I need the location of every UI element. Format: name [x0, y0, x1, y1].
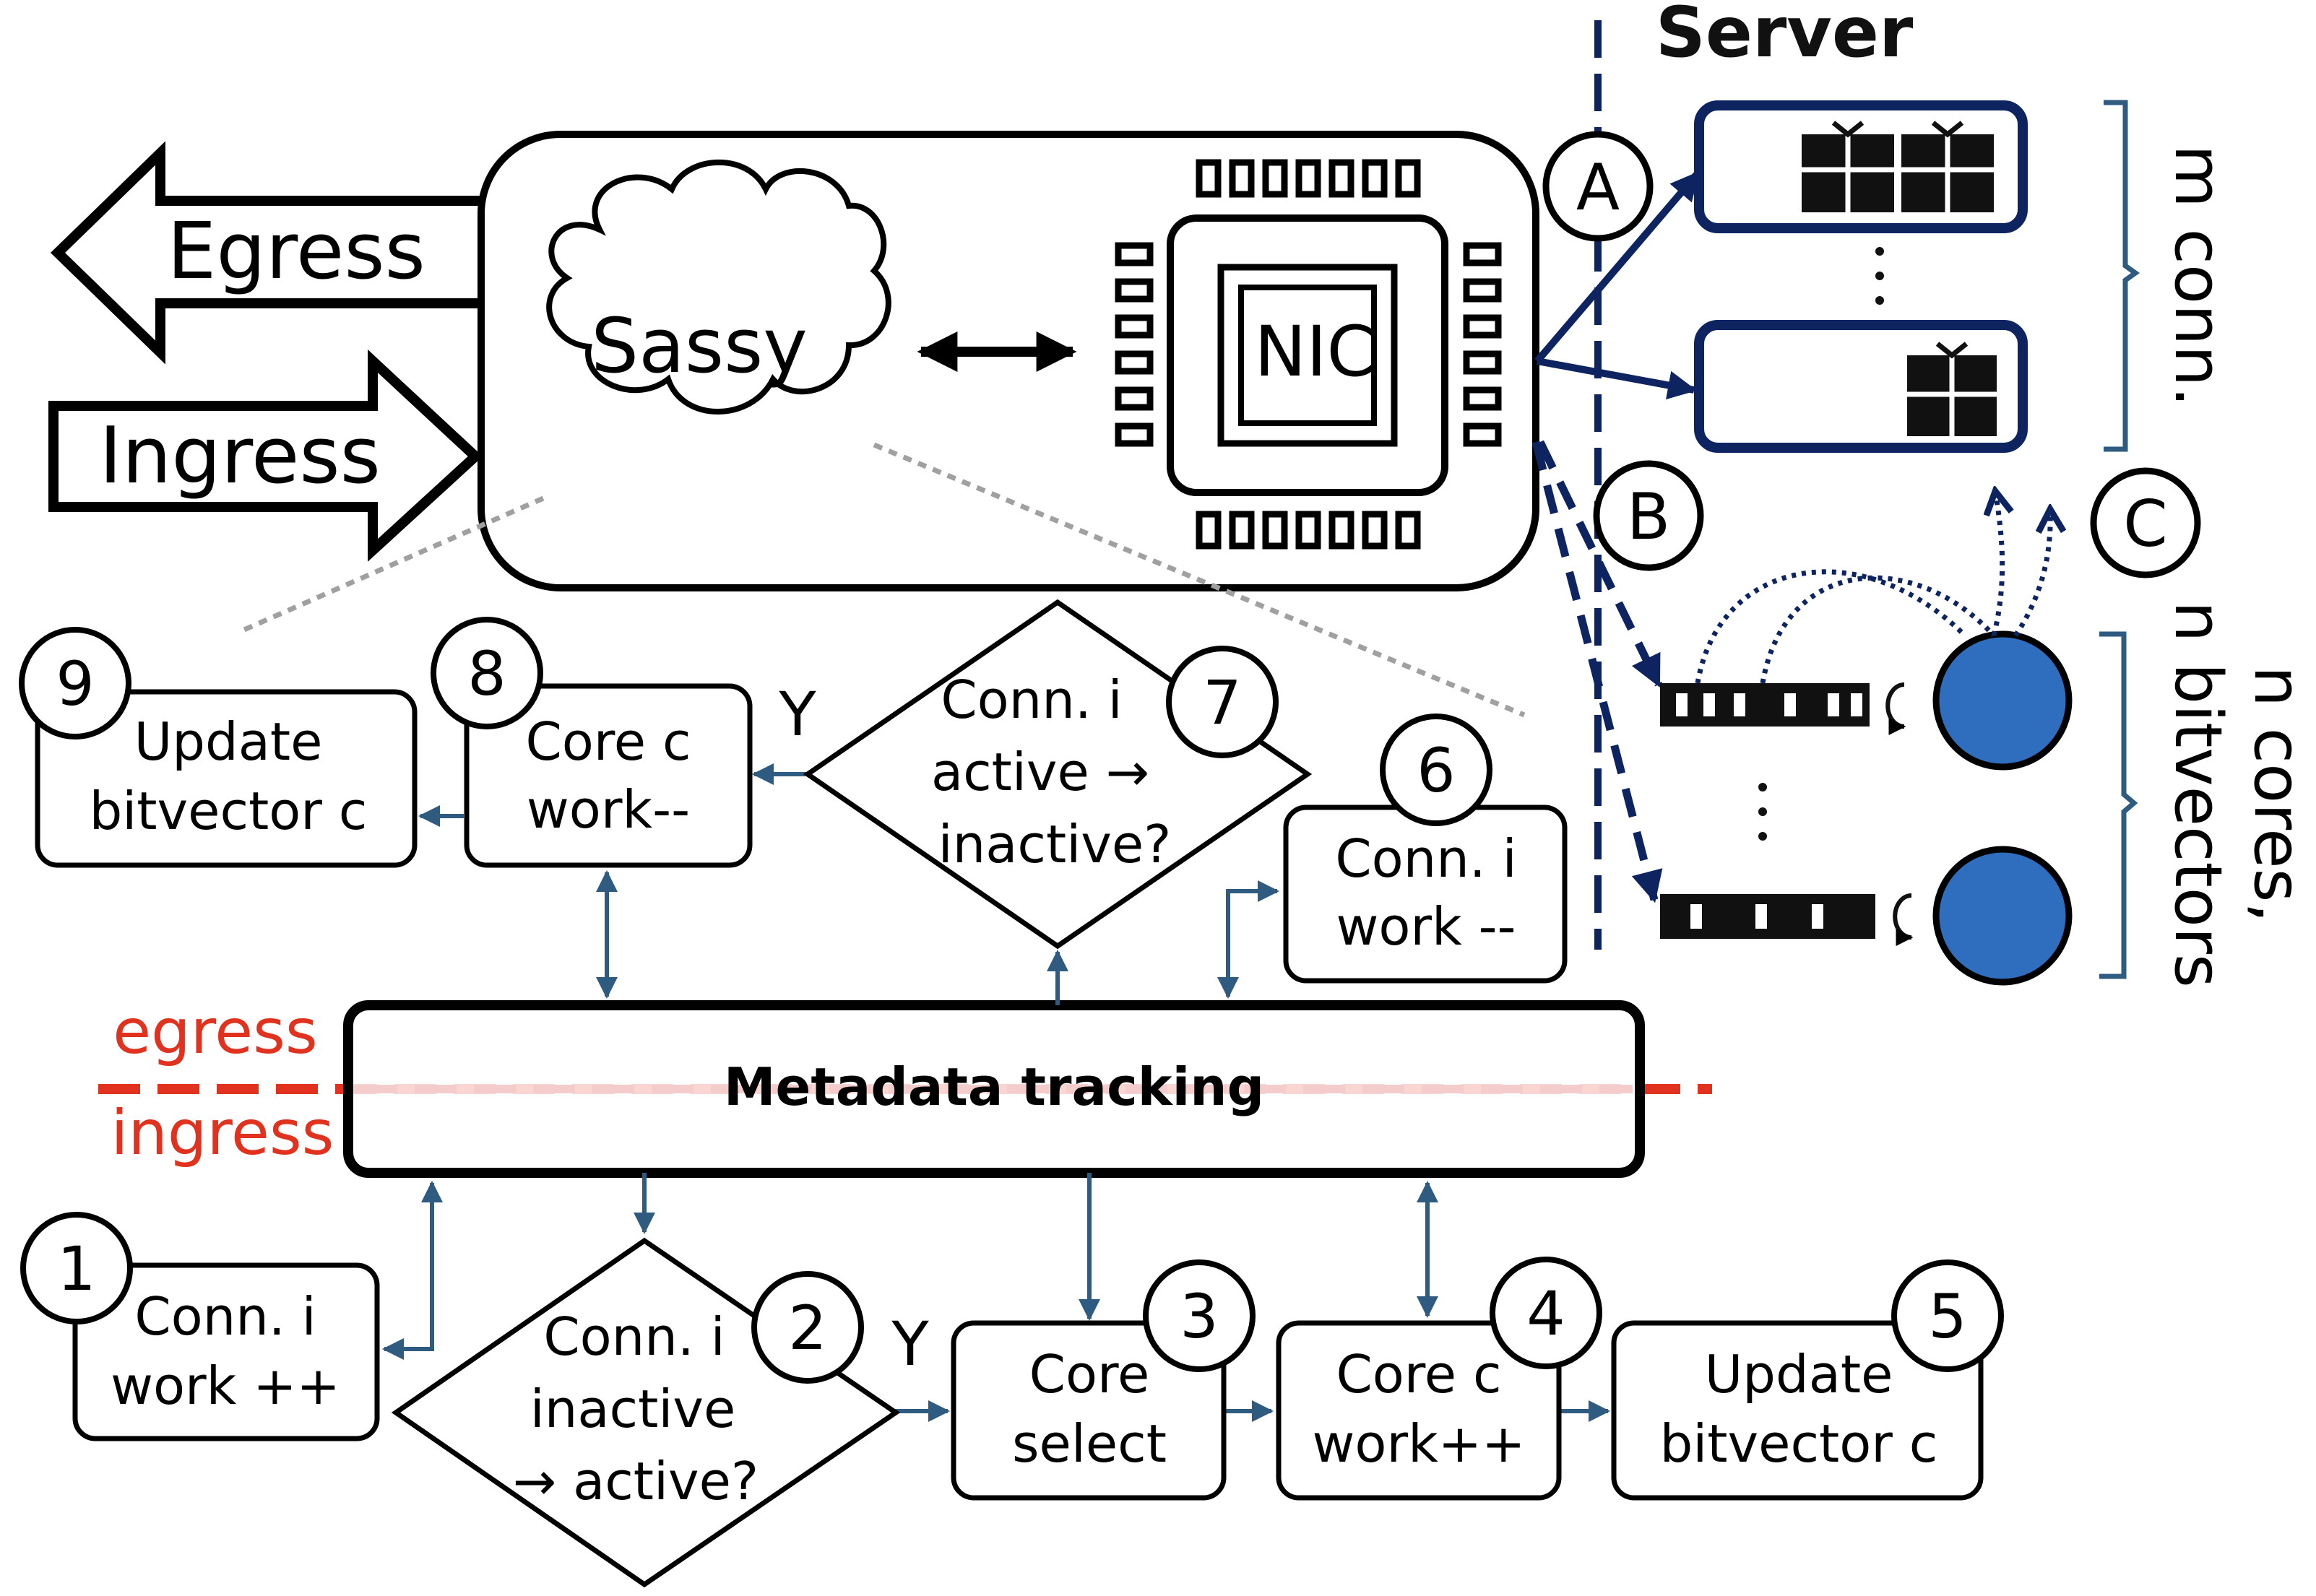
svg-text:5: 5	[1928, 1281, 1966, 1352]
step-2-line-2: inactive	[530, 1379, 735, 1439]
step-9-box	[35, 689, 418, 868]
core-n	[1660, 846, 2073, 986]
step-6-line-1: Conn. i	[1335, 828, 1516, 889]
step-1-box	[72, 1262, 380, 1441]
core-circle	[1932, 846, 2073, 986]
step-1-line-1: Conn. i	[134, 1286, 316, 1347]
step-8-line-1: Core c	[525, 711, 691, 772]
step-8-box	[464, 683, 753, 868]
cores-bracket-label-line2: n bitvectors	[2160, 601, 2236, 987]
svg-text:1: 1	[57, 1233, 95, 1304]
nic-chip-icon: NIC	[1115, 159, 1502, 550]
svg-text:8: 8	[467, 638, 506, 709]
metadata-tracking-box	[343, 1000, 1645, 1178]
packet-icon	[1907, 342, 1997, 436]
core-ellipsis	[1758, 783, 1767, 841]
svg-text:A: A	[1576, 150, 1620, 225]
ingress-label: Ingress	[99, 411, 381, 501]
svg-text:B: B	[1627, 480, 1670, 554]
core-1	[1660, 630, 2073, 771]
ingress-arrow: Ingress	[48, 349, 483, 562]
step-4-box	[1276, 1320, 1562, 1501]
zoom-line-left	[243, 495, 545, 633]
egress-arrow: Egress	[50, 141, 489, 365]
step-6-line-2: work --	[1336, 896, 1516, 957]
ingress-yes-label: Y	[891, 1309, 929, 1379]
marker-c: C	[2090, 467, 2201, 578]
step-4-line-1: Core c	[1336, 1344, 1501, 1405]
connections-bracket-label: m conn.	[2160, 144, 2236, 407]
svg-text:7: 7	[1203, 667, 1241, 738]
step-7-line-2: active →	[931, 742, 1149, 802]
step-9-line-2: bitvector c	[90, 781, 368, 841]
step-2-line-3: → active?	[513, 1451, 759, 1512]
step-9-number: 9	[19, 627, 131, 740]
metadata-tracking-label: Metadata tracking	[724, 1057, 1264, 1117]
step-3-line-2: select	[1012, 1413, 1167, 1474]
marker-a: A	[1542, 131, 1654, 242]
step-8-number: 8	[431, 617, 543, 729]
step-6-number: 6	[1380, 714, 1492, 826]
step-2-line-1: Conn. i	[543, 1306, 725, 1367]
core-circle	[1932, 630, 2073, 771]
ingress-divider-label: ingress	[111, 1097, 334, 1169]
nic-label: NIC	[1254, 311, 1375, 392]
step-5-line-2: bitvector c	[1660, 1413, 1938, 1474]
connection-ellipsis	[1875, 247, 1884, 305]
cores-bracket-label-line1: n cores,	[2239, 666, 2315, 923]
svg-text:2: 2	[788, 1293, 826, 1363]
svg-text:4: 4	[1526, 1278, 1565, 1349]
step-4-number: 4	[1490, 1257, 1602, 1369]
server-title: Server	[1656, 0, 1914, 73]
zoom-line-right	[873, 442, 1526, 718]
connections-bracket	[2104, 100, 2140, 452]
step-2-number: 2	[751, 1271, 864, 1384]
svg-text:6: 6	[1417, 735, 1455, 806]
svg-text:C: C	[2123, 487, 2167, 561]
egress-label: Egress	[167, 207, 425, 297]
step-3-box	[951, 1320, 1227, 1501]
egress-flow-arrows	[418, 763, 1279, 1005]
connection-queue-1	[1694, 100, 2028, 233]
step-8-line-2: work--	[527, 779, 690, 840]
step-3-line-1: Core	[1029, 1344, 1150, 1405]
svg-text:3: 3	[1180, 1281, 1218, 1352]
arrow-to-core-1-queue	[1537, 440, 1662, 688]
sassy-cloud	[546, 159, 891, 415]
arrow-to-core-n-queue	[1531, 441, 1663, 903]
core-polling-arrows	[1695, 491, 2050, 684]
svg-text:9: 9	[56, 649, 94, 719]
step-1-line-2: work ++	[111, 1356, 340, 1416]
step-7-number: 7	[1166, 646, 1279, 758]
connection-queue-m	[1694, 320, 2028, 453]
sassy-label: Sassy	[591, 302, 808, 390]
step-9-line-1: Update	[134, 711, 323, 772]
cores-bracket	[2099, 631, 2138, 979]
step-4-line-2: work++	[1313, 1413, 1526, 1474]
step-7-line-1: Conn. i	[941, 669, 1122, 730]
step-7-line-3: inactive?	[938, 814, 1172, 875]
arrow-to-conn-1	[1534, 170, 1701, 364]
step-5-number: 5	[1891, 1259, 2004, 1372]
step-1-number: 1	[20, 1212, 133, 1324]
egress-yes-label: Y	[778, 679, 816, 750]
ingress-flow-arrows	[382, 1173, 1610, 1422]
arrow-to-conn-m	[1537, 357, 1697, 400]
step-3-number: 3	[1143, 1259, 1256, 1372]
egress-divider-label: egress	[113, 996, 318, 1068]
step-5-box	[1611, 1320, 1984, 1501]
step-5-line-1: Update	[1705, 1344, 1893, 1405]
marker-b: B	[1593, 460, 1704, 571]
